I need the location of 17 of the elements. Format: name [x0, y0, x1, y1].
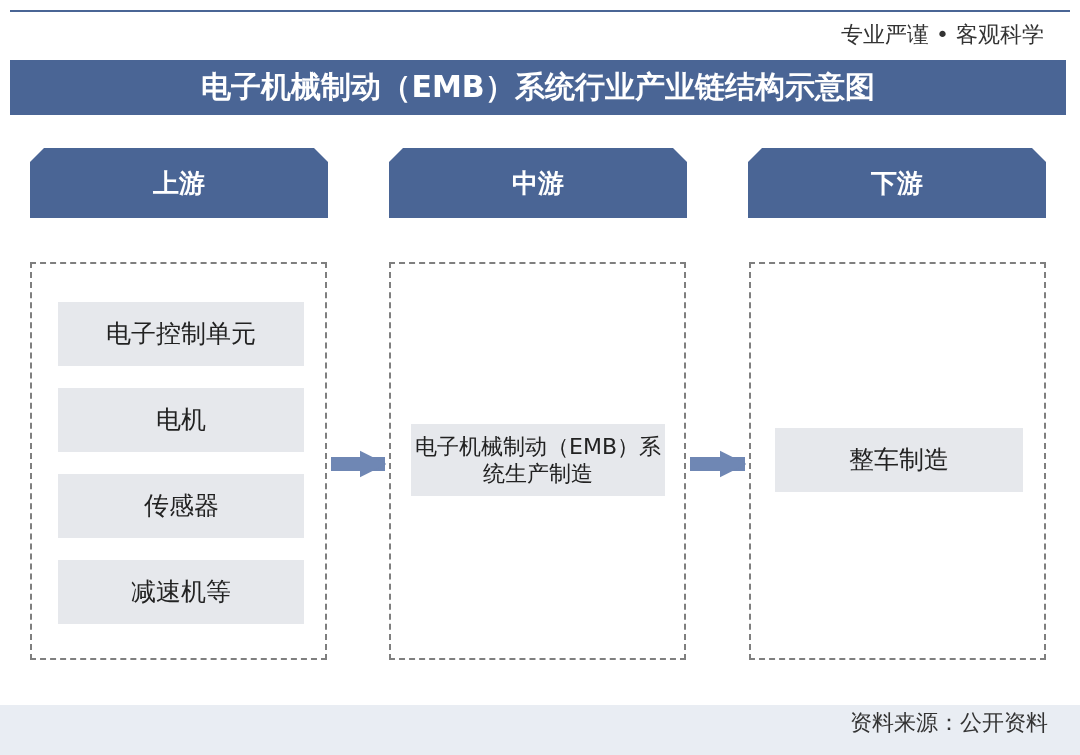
item-box: 减速机等: [58, 560, 304, 624]
stage-header: 中游: [389, 148, 687, 218]
item-box: 电子控制单元: [58, 302, 304, 366]
block-arrow: [690, 450, 747, 478]
dashed-group-box: [389, 262, 686, 660]
item-box: 整车制造: [775, 428, 1023, 492]
item-box: 电子机械制动（EMB）系统生产制造: [411, 424, 665, 496]
title-banner: 电子机械制动（EMB）系统行业产业链结构示意图: [10, 60, 1066, 115]
stage-header: 下游: [748, 148, 1046, 218]
dashed-group-box: [30, 262, 327, 660]
source-note: 资料来源：公开资料: [850, 709, 1048, 737]
item-box: 电机: [58, 388, 304, 452]
stage-header: 上游: [30, 148, 328, 218]
tagline: 专业严谨 • 客观科学: [841, 21, 1044, 49]
block-arrow: [331, 450, 387, 478]
item-box: 传感器: [58, 474, 304, 538]
dashed-group-box: [749, 262, 1046, 660]
